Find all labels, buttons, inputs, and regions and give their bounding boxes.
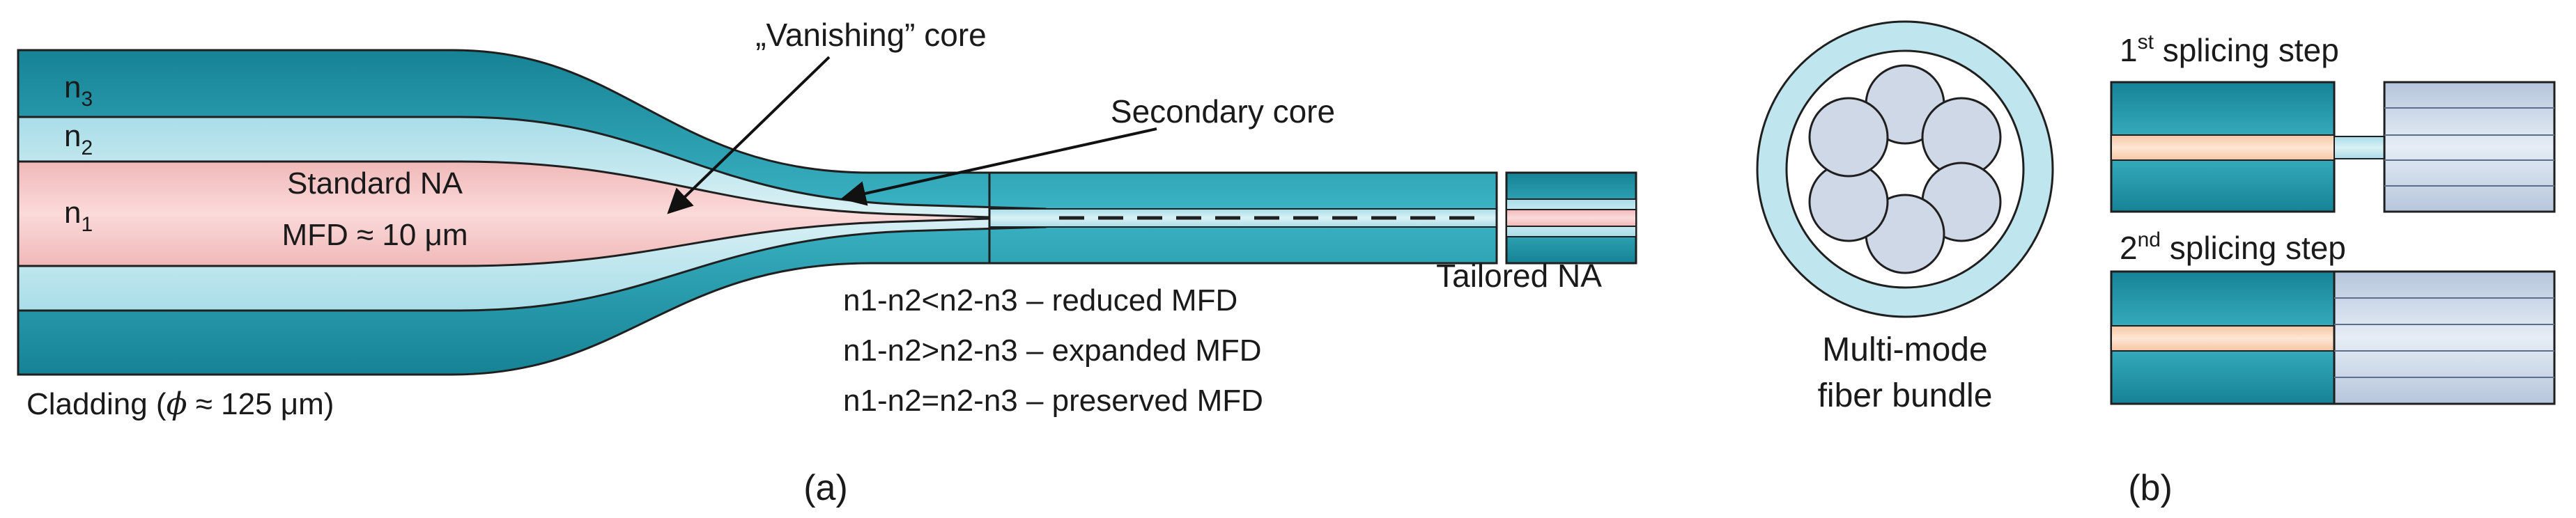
step2-title: 2nd splicing step bbox=[2120, 228, 2346, 266]
bundle-label-line2: fiber bundle bbox=[1818, 377, 1993, 414]
tapered-fiber bbox=[17, 49, 1498, 376]
label-n3: n3 bbox=[64, 70, 93, 111]
cladding-label: Cladding (ϕ ≈ 125 μm) bbox=[26, 386, 334, 422]
caption-a: (a) bbox=[803, 468, 848, 508]
step1-title: 1st splicing step bbox=[2120, 31, 2339, 68]
caption-b: (b) bbox=[2128, 468, 2173, 508]
bundle-label-line1: Multi-mode bbox=[1822, 331, 1987, 368]
mfd-label: MFD ≈ 10 μm bbox=[281, 218, 468, 252]
vanishing-core-arrow bbox=[667, 56, 831, 214]
bundle-fiber-6 bbox=[1808, 97, 1889, 178]
tailored-na-label: Tailored NA bbox=[1436, 258, 1602, 294]
condition-reduced: n1-n2<n2-n3 – reduced MFD bbox=[843, 283, 1237, 317]
condition-expanded: n1-n2>n2-n3 – expanded MFD bbox=[843, 333, 1262, 368]
tailored-na-fiber bbox=[1505, 171, 1637, 265]
vanishing-core-label: „Vanishing” core bbox=[755, 17, 987, 53]
condition-preserved: n1-n2=n2-n3 – preserved MFD bbox=[843, 384, 1263, 418]
secondary-core-label: Secondary core bbox=[1111, 93, 1335, 130]
step1-assembly bbox=[2110, 81, 2556, 213]
standard-na-label: Standard NA bbox=[287, 166, 463, 201]
label-n2: n2 bbox=[64, 119, 93, 159]
label-n1: n1 bbox=[64, 196, 93, 236]
secondary-core-arrow bbox=[840, 127, 1157, 206]
fiber-bundle bbox=[1756, 20, 2054, 318]
step2-assembly bbox=[2110, 270, 2556, 405]
